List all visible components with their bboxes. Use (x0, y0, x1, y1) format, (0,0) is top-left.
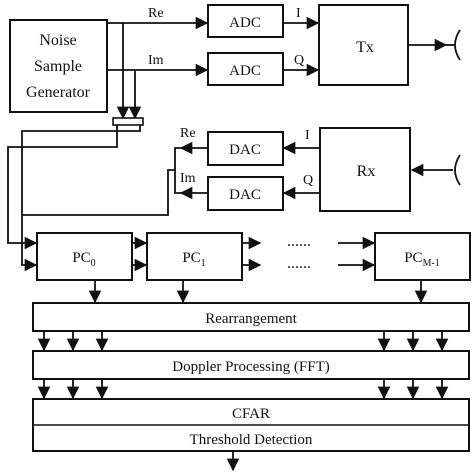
im-label-mid: Im (180, 171, 196, 186)
tx-label: Tx (356, 39, 374, 56)
adc-q-box (207, 52, 284, 86)
tx-antenna-icon (454, 29, 461, 61)
cfar-label: CFAR (232, 406, 270, 422)
rx-antenna-icon (454, 154, 461, 186)
dac-i-box (207, 131, 284, 166)
rearrangement-box (32, 302, 470, 332)
doppler-to-cfar-arrows (37, 379, 449, 400)
merge-to-pc-line (22, 169, 175, 216)
re-label-mid: Re (180, 126, 196, 141)
rearrangement-to-doppler-arrows (37, 331, 449, 352)
i-label-mid: I (305, 128, 310, 143)
adc-i-label: ADC (229, 15, 261, 31)
noise-generator-line2: Sample (34, 58, 82, 75)
pc1-box (146, 232, 243, 281)
im-label-top: Im (148, 53, 164, 68)
rx-box (319, 127, 411, 212)
noise-generator-line1: Noise (39, 32, 76, 49)
pc0-box (36, 232, 133, 281)
dac-q-label: DAC (229, 187, 261, 203)
rearrangement-label: Rearrangement (205, 311, 297, 327)
pc-chain-dots-bottom: ...... (287, 255, 311, 272)
noise-generator-box (9, 19, 108, 113)
doppler-box (32, 350, 470, 380)
dac-i-label: DAC (229, 142, 261, 158)
q-label-mid: Q (303, 173, 313, 188)
adc-i-box (207, 4, 284, 38)
rx-label: Rx (357, 163, 376, 180)
dac-q-box (207, 176, 284, 211)
q-label-top: Q (294, 53, 304, 68)
adc-q-label: ADC (229, 63, 261, 79)
tap-re-to-pc-line (7, 122, 118, 250)
tap-junction-box (112, 117, 144, 126)
noise-generator-line3: Generator (26, 84, 91, 101)
tx-box (318, 4, 409, 86)
pcm-label: PCM-1 (404, 250, 440, 269)
re-label-top: Re (148, 6, 164, 21)
pcm-box (374, 232, 471, 281)
doppler-label: Doppler Processing (FFT) (172, 359, 330, 375)
pc0-label: PC0 (72, 250, 95, 269)
pc1-label: PC1 (182, 250, 205, 269)
pc-chain-dots-top: ...... (287, 233, 311, 250)
threshold-label: Threshold Detection (190, 432, 313, 448)
i-label-top: I (296, 6, 301, 21)
tap-im-to-pc-line (21, 122, 141, 272)
